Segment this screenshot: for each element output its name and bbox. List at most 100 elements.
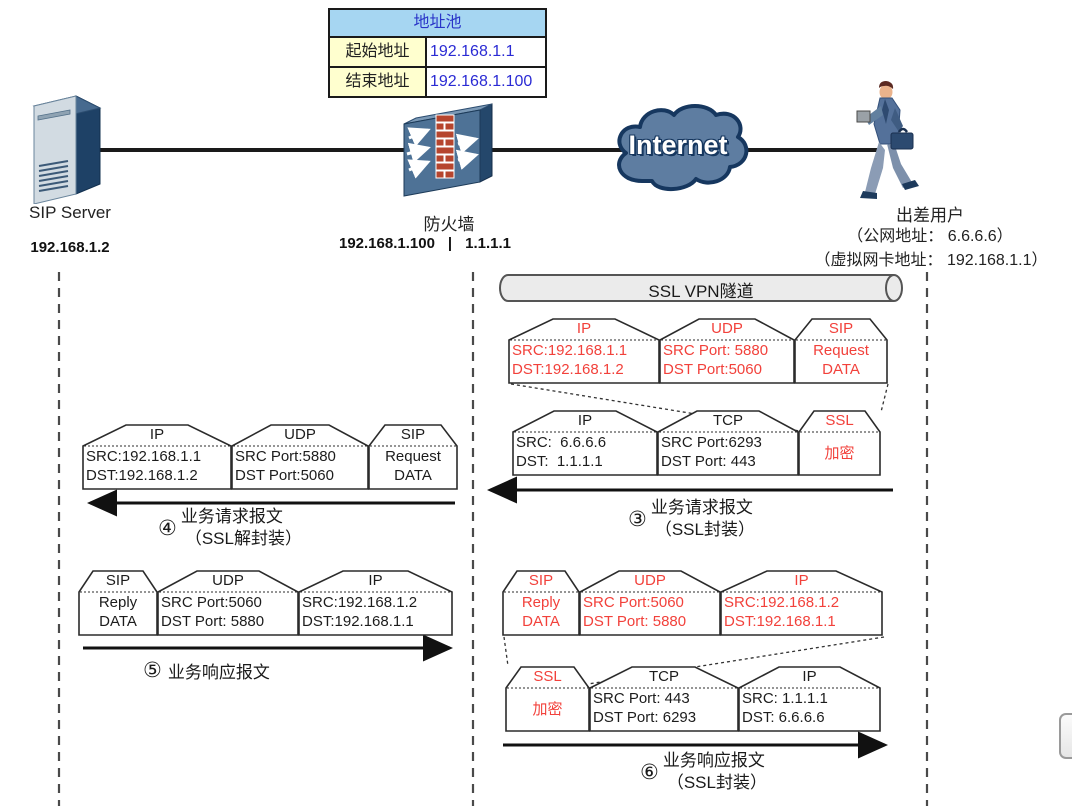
segment-line: DST Port: 6293: [593, 709, 697, 726]
segment-line: 加密: [532, 701, 563, 718]
ssl-vpn-tunnel: [499, 274, 903, 302]
segment-line: DST Port: 443: [661, 453, 756, 470]
encap-connector: [587, 636, 885, 685]
server-label: SIP Server: [29, 203, 111, 222]
packet-segment-ip: IP SRC:192.168.1.1 DST:192.168.1.2: [508, 318, 660, 384]
packet-segment-ssl: SSL 加密: [798, 410, 881, 476]
flow-text: （SSL解封装）: [184, 529, 302, 548]
packet-segment-ip: IP SRC: 1.1.1.1 DST: 6.6.6.6: [738, 666, 881, 732]
packet-segment-sip: SIP Reply DATA: [78, 570, 158, 636]
partial-ui-button[interactable]: [1059, 713, 1072, 759]
flow-text: 业务请求报文: [650, 498, 753, 517]
flow-number: ③: [628, 507, 647, 531]
server-icon: [32, 95, 102, 204]
packet-segment-ip: IP SRC: 6.6.6.6 DST: 1.1.1.1: [512, 410, 658, 476]
segment-line: SRC:192.168.1.2: [302, 594, 418, 611]
segment-title: SIP: [400, 426, 426, 443]
traveling-user-icon: [856, 81, 919, 199]
packet-segment-udp: UDP SRC Port:5060 DST Port: 5880: [579, 570, 721, 636]
table-row: 起始地址 192.168.1.1: [330, 38, 545, 66]
segment-title: UDP: [711, 320, 743, 337]
internet-cloud-icon: [617, 104, 749, 191]
segment-line: DATA: [822, 361, 860, 378]
segment-line: DST Port: 5880: [161, 613, 265, 630]
segment-title: UDP: [212, 572, 244, 589]
segment-line: DST:192.168.1.2: [512, 361, 624, 378]
segment-title: SSL: [533, 668, 562, 685]
segment-line: SRC Port:6293: [661, 434, 762, 451]
segment-line: DST:192.168.1.1: [302, 613, 414, 630]
tunnel-label: SSL VPN隧道: [648, 282, 754, 301]
segment-title: UDP: [634, 572, 666, 589]
packet-request-inner-right: IP SRC:192.168.1.1 DST:192.168.1.2 UDP S…: [508, 318, 889, 384]
internet-label: Internet: [628, 130, 728, 160]
segment-title: TCP: [713, 412, 743, 429]
segment-line: DST:192.168.1.2: [86, 467, 198, 484]
packet-segment-ip: IP SRC:192.168.1.1 DST:192.168.1.2: [82, 424, 232, 490]
flow-label-4: ④ 业务请求报文 （SSL解封装）: [158, 506, 302, 550]
packet-reply-ssl-encap: SSL 加密 TCP SRC Port: 443 DST Port: 6293 …: [505, 666, 881, 732]
packet-segment-tcp: TCP SRC Port:6293 DST Port: 443: [657, 410, 799, 476]
encap-connector: [503, 636, 509, 667]
user-virtual-addr: （虚拟网卡地址： 192.168.1.1）: [814, 252, 1048, 269]
flow-number: ⑥: [640, 760, 659, 784]
segment-line: Request: [813, 342, 869, 359]
segment-line: DATA: [394, 467, 432, 484]
segment-title: IP: [149, 426, 165, 443]
server-ip: 192.168.1.2: [30, 239, 110, 256]
packet-request-ssl-encap: IP SRC: 6.6.6.6 DST: 1.1.1.1 TCP SRC Por…: [512, 410, 881, 476]
segment-line: DST:192.168.1.1: [724, 613, 836, 630]
segment-line: SRC:192.168.1.1: [86, 448, 202, 465]
flow-label-6: ⑥ 业务响应报文 （SSL封装）: [640, 750, 767, 794]
firewall-ips: 192.168.1.100 | 1.1.1.1: [305, 235, 545, 252]
flow-text: 业务响应报文: [167, 663, 270, 682]
packet-segment-sip: SIP Request DATA: [794, 318, 888, 384]
packet-segment-udp: UDP SRC Port: 5880 DST Port:5060: [659, 318, 795, 384]
segment-line: SRC Port:5060: [583, 594, 684, 611]
pool-start-value: 192.168.1.1: [427, 38, 545, 66]
firewall-ip-separator: |: [447, 235, 453, 252]
segment-title: IP: [577, 412, 593, 429]
flow-text: 业务响应报文: [662, 751, 765, 770]
segment-line: DATA: [522, 613, 560, 630]
segment-line: Request: [385, 448, 441, 465]
packet-request-decap-left: IP SRC:192.168.1.1 DST:192.168.1.2 UDP S…: [82, 424, 458, 490]
encap-connector: [880, 383, 889, 413]
flow-label-3: ③ 业务请求报文 （SSL封装）: [628, 497, 755, 541]
firewall-icon: [403, 103, 493, 197]
firewall-label: 防火墙: [423, 215, 475, 234]
segment-title: SSL: [825, 412, 854, 429]
pool-start-label: 起始地址: [330, 38, 427, 66]
segment-title: IP: [576, 320, 592, 337]
packet-segment-tcp: TCP SRC Port: 443 DST Port: 6293: [589, 666, 739, 732]
packet-segment-sip: SIP Reply DATA: [502, 570, 580, 636]
packet-segment-sip: SIP Request DATA: [368, 424, 458, 490]
segment-line: SRC Port: 443: [593, 690, 690, 707]
packet-segment-udp: UDP SRC Port:5880 DST Port:5060: [231, 424, 369, 490]
user-label: 出差用户: [896, 206, 964, 225]
segment-title: IP: [802, 668, 817, 685]
flow-number: ④: [158, 516, 177, 540]
encap-connector: [510, 383, 801, 432]
segment-line: SRC: 6.6.6.6: [516, 434, 607, 451]
segment-line: SRC Port: 5880: [663, 342, 769, 359]
segment-line: 加密: [824, 445, 855, 462]
segment-line: SRC:192.168.1.2: [724, 594, 840, 611]
packet-reply-inner-right: SIP Reply DATA UDP SRC Port:5060 DST Por…: [502, 570, 883, 636]
segment-line: SRC: 1.1.1.1: [742, 690, 828, 707]
firewall-public-ip: 1.1.1.1: [465, 235, 511, 252]
segment-title: TCP: [649, 668, 679, 685]
packet-segment-ip: IP SRC:192.168.1.2 DST:192.168.1.1: [298, 570, 453, 636]
segment-title: UDP: [284, 426, 316, 443]
flow-text: （SSL封装）: [654, 520, 755, 539]
segment-line: SRC Port:5880: [235, 448, 336, 465]
flow-label-5: ⑤ 业务响应报文: [143, 658, 270, 683]
segment-line: Reply: [98, 594, 138, 611]
segment-line: DST Port: 5880: [583, 613, 687, 630]
pool-end-label: 结束地址: [330, 68, 427, 96]
segment-line: SRC Port:5060: [161, 594, 262, 611]
segment-line: DATA: [99, 613, 137, 630]
packet-segment-udp: UDP SRC Port:5060 DST Port: 5880: [157, 570, 299, 636]
segment-title: IP: [794, 572, 809, 589]
